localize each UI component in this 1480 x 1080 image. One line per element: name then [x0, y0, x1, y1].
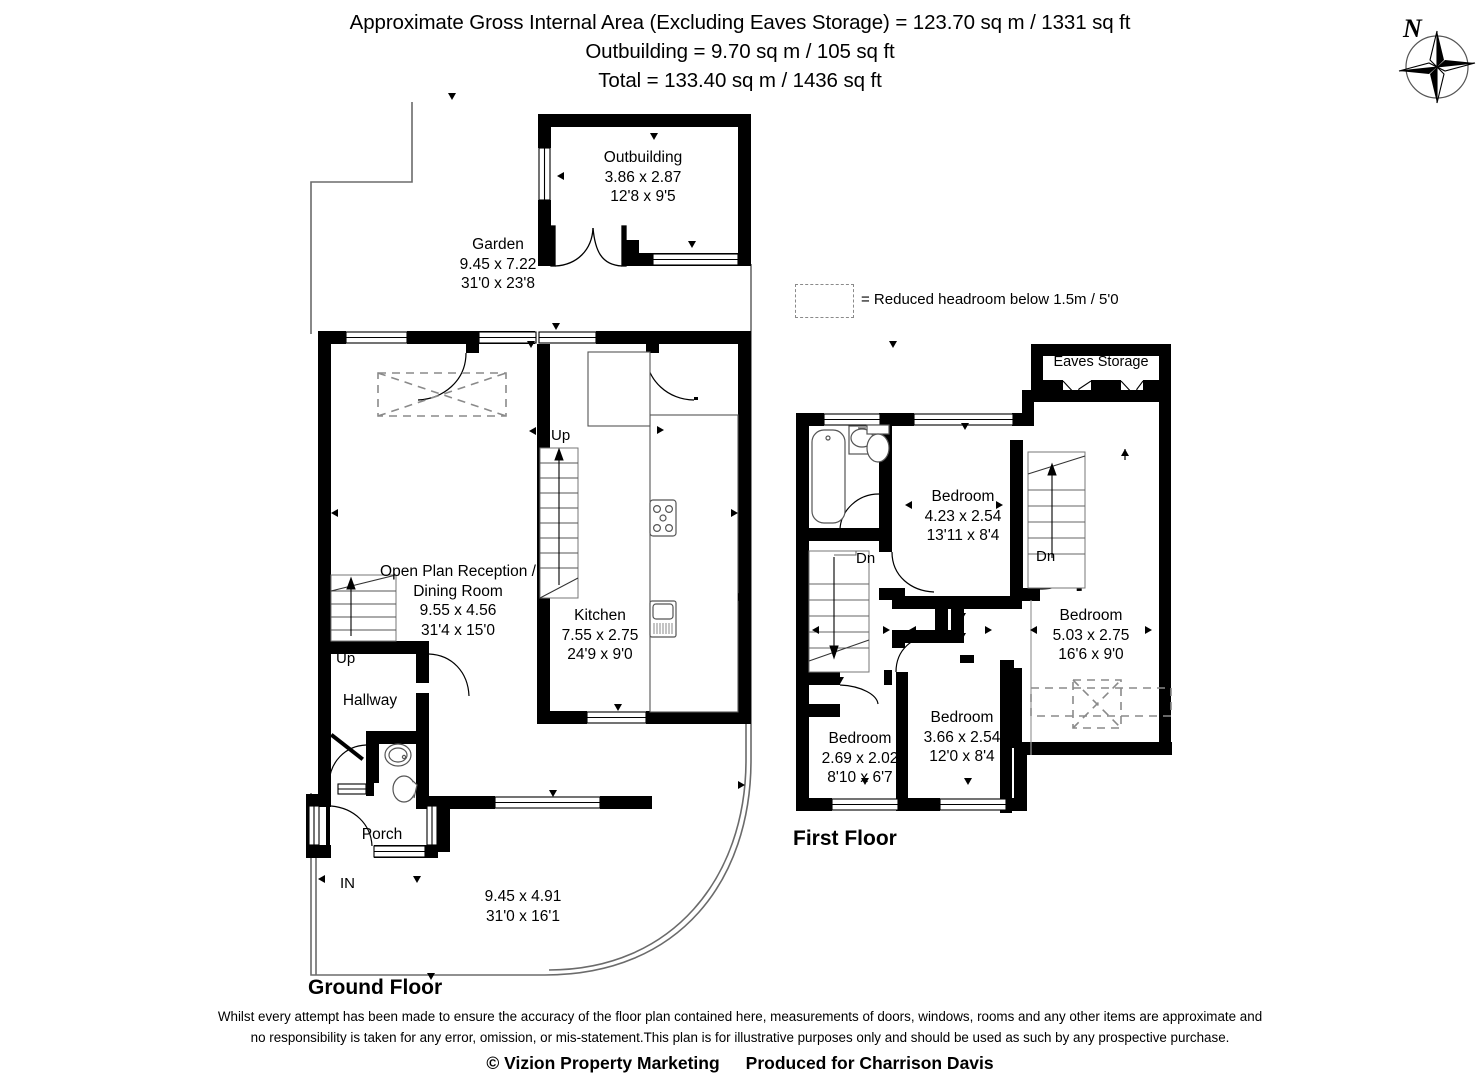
- room-label-eaves-storage: Eaves Storage: [1036, 353, 1166, 372]
- kitchen-upper-unit: [587, 351, 651, 427]
- room-label-hallway: Hallway: [312, 691, 428, 711]
- room-label-bedroom-1: Bedroom 4.23 x 2.54 13'11 x 8'4: [908, 487, 1018, 546]
- outbuilding-area-line: Outbuilding = 9.70 sq m / 105 sq ft: [585, 40, 895, 63]
- bedroom2-imperial: 16'6 x 9'0: [1058, 646, 1124, 663]
- porch-name: Porch: [361, 826, 403, 843]
- bedroom4-name: Bedroom: [828, 730, 892, 747]
- kitchen-imperial: 24'9 x 9'0: [567, 646, 633, 663]
- reduced-headroom-reception: [377, 372, 507, 417]
- wc-basin-icon: [384, 743, 412, 767]
- reduced-headroom-first-floor: [1030, 679, 1172, 729]
- bedroom3-imperial: 12'0 x 8'4: [929, 748, 995, 765]
- outbuilding-name: Outbuilding: [603, 149, 683, 166]
- garden-name: Garden: [472, 236, 524, 253]
- reception-name-line2: Dining Room: [413, 582, 503, 600]
- garden-imperial: 31'0 x 23'8: [460, 275, 535, 292]
- total-area-line: Total = 133.40 sq m / 1436 sq ft: [598, 69, 882, 92]
- hallway-name: Hallway: [342, 692, 398, 709]
- eaves-storage-name: Eaves Storage: [1053, 354, 1149, 370]
- door-leaf-marks: [326, 397, 698, 847]
- dimension-ticks-first: [812, 423, 1152, 785]
- first-floor-windows: [823, 413, 1014, 811]
- kitchen-name: Kitchen: [574, 607, 626, 624]
- wc-toilet-icon: [392, 775, 418, 803]
- room-label-reception-dining: Open Plan Reception / Dining Room 9.55 x…: [368, 562, 548, 640]
- stairs-up-hallway: [330, 574, 397, 642]
- stairs-up-reception-label: Up: [551, 427, 571, 444]
- bathroom-toilet-icon: [866, 424, 890, 463]
- stairs-down-left-label: Dn: [856, 550, 876, 567]
- stairs-down-right-label: Dn: [1036, 548, 1056, 565]
- outbuilding-window-bottom: [652, 253, 739, 266]
- copyright-text: © Vizion Property Marketing: [486, 1053, 720, 1073]
- bedroom2-name: Bedroom: [1059, 607, 1123, 624]
- bathroom-bath-icon: [811, 429, 846, 524]
- kitchen-hob-icon: [649, 499, 677, 537]
- bedroom4-imperial: 8'10 x 6'7: [827, 769, 893, 786]
- stairs-up-hallway-label: Up: [336, 650, 356, 667]
- first-floor-title: First Floor: [793, 827, 897, 850]
- disclaimer-line-1: Whilst every attempt has been made to en…: [217, 1009, 1263, 1024]
- stairs-down-right: [1027, 451, 1086, 589]
- ground-floor-windows: [308, 331, 647, 858]
- outbuilding-imperial: 12'8 x 9'5: [610, 188, 676, 205]
- room-label-kitchen: Kitchen 7.55 x 2.75 24'9 x 9'0: [545, 606, 655, 665]
- bedroom4-metric: 2.69 x 2.02: [821, 749, 899, 767]
- bedroom1-imperial: 13'11 x 8'4: [926, 527, 1000, 544]
- outbuilding-double-doors: [550, 225, 627, 267]
- footer-disclaimer: Whilst every attempt has been made to en…: [0, 1006, 1480, 1076]
- area-summary-header: Approximate Gross Internal Area (Excludi…: [0, 8, 1480, 95]
- bedroom2-metric: 5.03 x 2.75: [1052, 626, 1130, 644]
- kitchen-sink-icon: [649, 600, 677, 638]
- gross-internal-area-line: Approximate Gross Internal Area (Excludi…: [349, 11, 1131, 34]
- entrance-in-label: IN: [340, 875, 355, 892]
- kitchen-counter: [649, 414, 739, 713]
- outbuilding-metric: 3.86 x 2.87: [604, 168, 682, 186]
- bedroom3-metric: 3.66 x 2.54: [923, 728, 1001, 746]
- room-label-outbuilding: Outbuilding 3.86 x 2.87 12'8 x 9'5: [563, 148, 723, 207]
- dimension-ticks-ground: [318, 93, 897, 980]
- room-label-porch: Porch: [338, 825, 426, 845]
- garden-metric: 9.45 x 7.22: [459, 255, 537, 273]
- first-floor-walls: [796, 390, 1172, 813]
- reception-metric: 9.55 x 4.56: [419, 602, 497, 619]
- reception-imperial: 31'4 x 15'0: [420, 621, 495, 639]
- outbuilding-window-left: [538, 147, 551, 201]
- reduced-headroom-swatch: [795, 284, 854, 318]
- reduced-headroom-legend-label: = Reduced headroom below 1.5m / 5'0: [861, 291, 1119, 308]
- room-label-bedroom-2: Bedroom 5.03 x 2.75 16'6 x 9'0: [1036, 606, 1146, 665]
- room-label-bedroom-4: Bedroom 2.69 x 2.02 8'10 x 6'7: [805, 729, 915, 788]
- plot-imperial: 31'0 x 16'1: [485, 907, 560, 925]
- bedroom1-name: Bedroom: [931, 488, 995, 505]
- reception-name-line1: Open Plan Reception /: [380, 563, 536, 580]
- plot-metric: 9.45 x 4.91: [484, 888, 562, 905]
- ground-floor-title: Ground Floor: [308, 976, 443, 999]
- room-label-garden: Garden 9.45 x 7.22 31'0 x 23'8: [418, 235, 578, 294]
- eaves-storage-walls: [1031, 344, 1171, 390]
- compass-north-label: N: [1403, 14, 1422, 43]
- plot-dimensions-ground: 9.45 x 4.91 31'0 x 16'1: [443, 887, 603, 926]
- bedroom1-metric: 4.23 x 2.54: [924, 507, 1002, 525]
- bedroom3-name: Bedroom: [930, 709, 994, 726]
- stairs-up-reception: [539, 447, 579, 599]
- stairs-down-left: [808, 550, 870, 673]
- kitchen-metric: 7.55 x 2.75: [561, 626, 639, 644]
- produced-for-text: Produced for Charrison Davis: [745, 1053, 994, 1073]
- room-label-bedroom-3: Bedroom 3.66 x 2.54 12'0 x 8'4: [907, 708, 1017, 767]
- disclaimer-line-2: no responsibility is taken for any error…: [250, 1030, 1230, 1045]
